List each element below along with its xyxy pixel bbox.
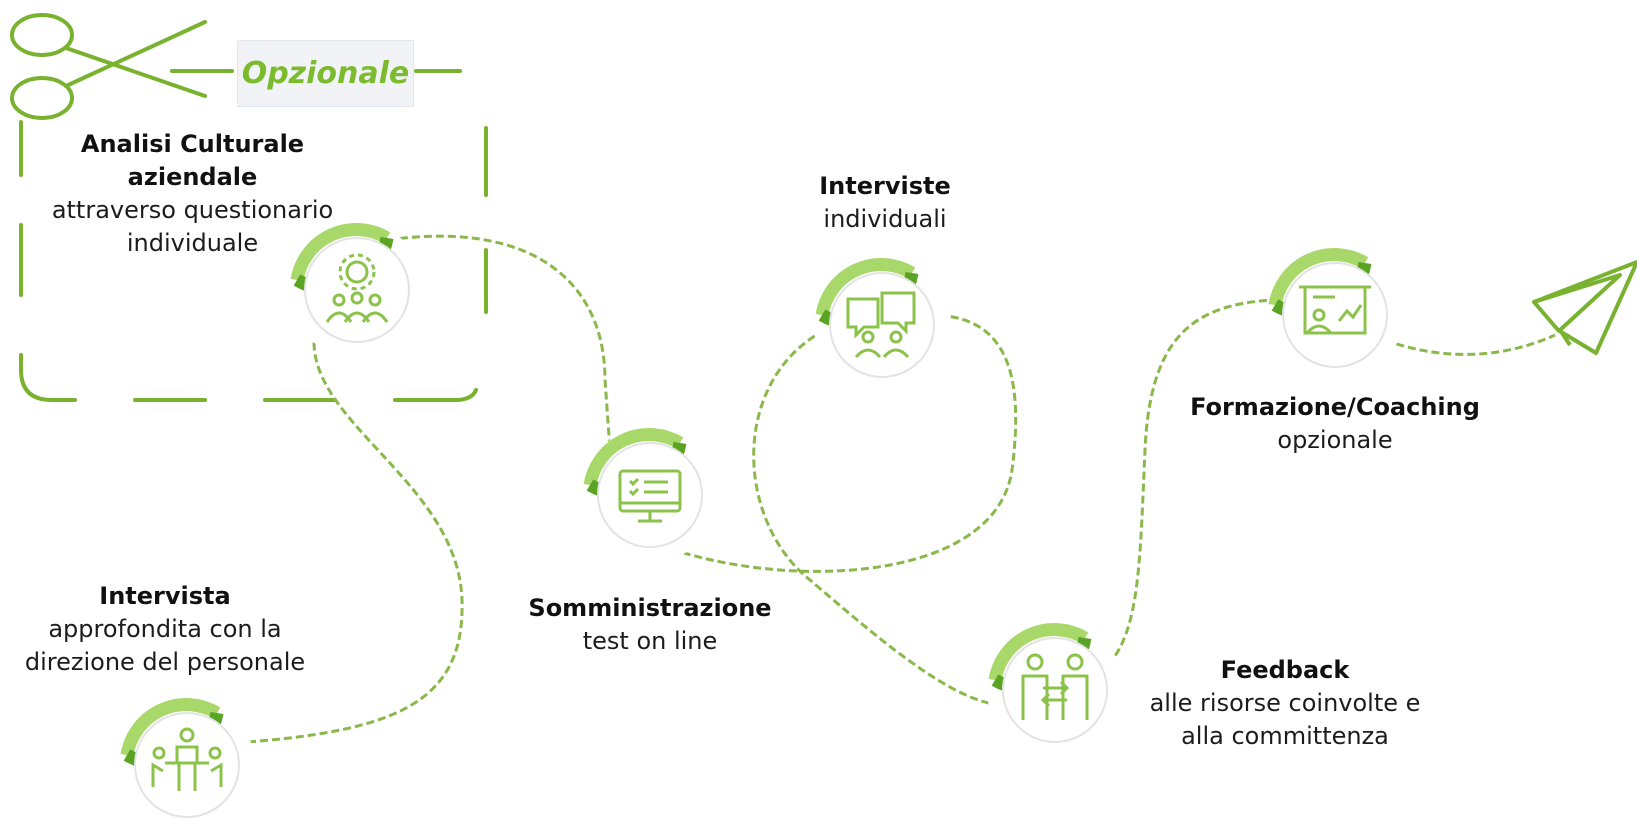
step-label-5: Feedback alle risorse coinvolte e alla c… — [1125, 654, 1445, 753]
step-node-3 — [582, 427, 718, 563]
step-label-1: Analisi Culturale aziendale attraverso q… — [20, 128, 365, 260]
step-title: Formazione/Coaching — [1190, 393, 1480, 421]
step-node-2 — [119, 697, 255, 831]
step-node-4 — [814, 257, 950, 393]
step-subtitle: alle risorse coinvolte e — [1149, 689, 1421, 717]
step-title: Intervista — [99, 582, 231, 610]
team-gear-icon — [325, 253, 389, 323]
step-subtitle: approfondita con la — [48, 615, 282, 643]
step-label-6: Formazione/Coaching opzionale — [1165, 391, 1505, 457]
step-title: aziendale — [127, 163, 258, 191]
chat-people-icon — [846, 291, 916, 359]
optional-dashed-box — [19, 69, 488, 402]
step-subtitle: alla committenza — [1181, 722, 1389, 750]
step-subtitle: individuale — [126, 229, 259, 257]
step-title: Somministrazione — [528, 594, 772, 622]
step-title: Interviste — [819, 172, 951, 200]
step-subtitle: opzionale — [1277, 426, 1393, 454]
step-label-2: Intervista approfondita con la direzione… — [0, 580, 330, 679]
meeting-table-icon — [151, 727, 223, 791]
presentation-board-icon — [1299, 285, 1371, 335]
process-path — [247, 234, 1556, 744]
step-label-4: Interviste individuali — [780, 170, 990, 236]
step-subtitle: direzione del personale — [24, 648, 306, 676]
step-label-3: Somministrazione test on line — [520, 592, 780, 658]
step-node-5 — [987, 622, 1123, 758]
step-node-6 — [1267, 247, 1403, 383]
step-subtitle: attraverso questionario — [51, 196, 334, 224]
exchange-people-icon — [1021, 653, 1089, 720]
optional-tag: Opzionale — [237, 40, 414, 107]
step-node-1 — [289, 222, 425, 358]
monitor-checklist-icon — [618, 469, 682, 523]
scissors-icon — [10, 13, 207, 120]
step-title: Feedback — [1220, 656, 1350, 684]
paper-plane-icon — [1532, 260, 1637, 355]
step-subtitle: individuali — [823, 205, 947, 233]
step-title: Analisi Culturale — [80, 130, 305, 158]
step-subtitle: test on line — [582, 627, 718, 655]
optional-tag-label: Opzionale — [241, 56, 410, 91]
